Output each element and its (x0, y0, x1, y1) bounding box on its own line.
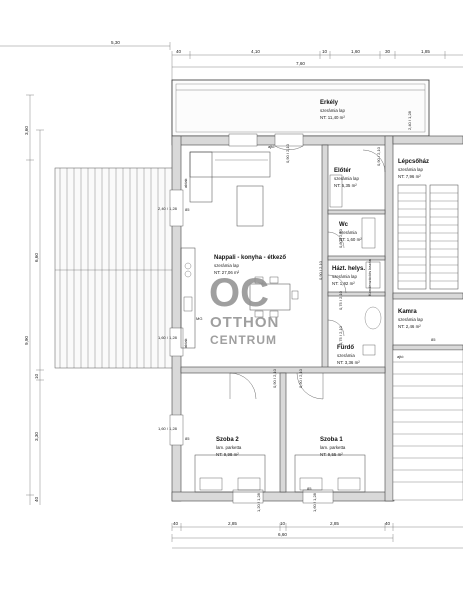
room-erkely: Erkély szerámia lap NT: 11,40 m² (320, 100, 345, 120)
left-dimensions: 3,60 6,60 9,90 10 3,30 40 (24, 94, 44, 505)
svg-text:2,40 / 1,28: 2,40 / 1,28 (407, 110, 412, 130)
svg-text:0,90 / 2,10: 0,90 / 2,10 (298, 368, 303, 388)
svg-text:2,40 / 1,28: 2,40 / 1,28 (158, 206, 178, 211)
svg-text:szerámia lap: szerámia lap (214, 263, 239, 268)
svg-text:Házt. helys.: Házt. helys. (332, 266, 365, 272)
bottom-dimensions: 40 2,85 10 2,85 40 6,60 (171, 521, 463, 549)
svg-text:NT: 1,60 m²: NT: 1,60 m² (339, 237, 362, 242)
svg-text:NT: 2,46 m²: NT: 2,46 m² (398, 324, 421, 329)
dim-top-6: 1,85 (421, 49, 430, 54)
svg-text:0,90 / 2,10: 0,90 / 2,10 (318, 260, 323, 280)
svg-text:NT: 9,98 m²: NT: 9,98 m² (216, 452, 239, 457)
svg-text:85: 85 (185, 436, 190, 441)
dim-top-1: 40 (176, 49, 182, 54)
dim-left-2: 6,60 (34, 253, 39, 262)
room-eloter: Előtér szerámia lap NT: 5,35 m² (334, 168, 359, 188)
svg-text:0,90 / 2,10: 0,90 / 2,10 (272, 368, 277, 388)
svg-text:szerámia lap: szerámia lap (320, 108, 345, 113)
svg-text:Szoba 1: Szoba 1 (320, 437, 343, 443)
svg-text:0,75 / 2,10: 0,75 / 2,10 (338, 325, 343, 345)
svg-text:NT: 3,36 m²: NT: 3,36 m² (337, 360, 360, 365)
svg-text:NT: 5,35 m²: NT: 5,35 m² (334, 183, 357, 188)
svg-text:MG: MG (196, 316, 202, 321)
openings (169, 133, 386, 504)
pergola (54, 167, 174, 369)
dim-left-6: 40 (34, 496, 39, 502)
svg-text:NT: 11,40 m²: NT: 11,40 m² (320, 115, 345, 120)
dim-top-2: 4,10 (251, 49, 260, 54)
svg-text:85: 85 (431, 337, 436, 342)
dim-left-5: 3,30 (34, 432, 39, 441)
svg-text:1,20 / 1,28: 1,20 / 1,28 (256, 492, 261, 512)
watermark: OC OTTHON CENTRUM (209, 271, 279, 347)
svg-text:0,90 / 2,10: 0,90 / 2,10 (376, 146, 381, 166)
dim-top-outer: 5,30 (111, 40, 120, 45)
balcony (171, 79, 430, 137)
svg-text:szerámia lap: szerámia lap (398, 317, 423, 322)
watermark-line1: OTTHON (210, 314, 279, 331)
svg-text:0,80 / 2,10: 0,80 / 2,10 (338, 228, 343, 248)
dim-bottom-5: 40 (385, 521, 391, 526)
top-dimensions: 5,30 40 4,10 10 1,60 30 1,85 7,60 (0, 40, 463, 130)
svg-text:Előtér: Előtér (334, 168, 352, 174)
appliance-note: Kondenzációs kazán (367, 259, 372, 296)
svg-text:Szoba 2: Szoba 2 (216, 437, 239, 443)
svg-text:szerámia: szerámia (337, 353, 355, 358)
svg-text:1,60 / 1,28: 1,60 / 1,28 (312, 492, 317, 512)
svg-text:szerámia lap: szerámia lap (334, 176, 359, 181)
svg-text:szerámia lap: szerámia lap (398, 167, 423, 172)
dim-bottom-1: 40 (173, 521, 179, 526)
svg-text:szerámia: szerámia (339, 230, 357, 235)
svg-text:85: 85 (307, 486, 312, 491)
svg-text:lam. parketta: lam. parketta (216, 445, 242, 450)
dim-top-3: 10 (322, 49, 328, 54)
svg-text:NT: 27,06 m²: NT: 27,06 m² (214, 270, 240, 275)
opening-labels: 0,90 / 2,10 2,40 / 1,28 1,60 / 1,28 1,60… (158, 110, 436, 512)
room-lepcsohaz: Lépcsőház szerámia lap NT: 7,96 m² (398, 159, 429, 179)
room-nappali: Nappali - konyha - étkező szerámia lap N… (214, 255, 286, 275)
svg-text:ablak: ablak (183, 178, 188, 188)
room-wc: Wc szerámia NT: 1,60 m² (339, 222, 362, 242)
dim-left-3: 9,90 (24, 336, 29, 345)
dim-bottom-2: 2,85 (228, 521, 237, 526)
dim-left-1: 3,60 (24, 126, 29, 135)
room-szoba-1: Szoba 1 lam. parketta NT: 9,55 m² (320, 437, 346, 457)
svg-text:NT: 1,92 m²: NT: 1,92 m² (332, 281, 355, 286)
dim-top-5: 30 (385, 49, 391, 54)
watermark-logo: OC (209, 271, 269, 315)
room-haztartasi: Házt. helys. szerámia lap NT: 1,92 m² (332, 266, 365, 286)
svg-text:ablak: ablak (183, 338, 188, 348)
dim-bottom-3: 10 (280, 521, 286, 526)
svg-text:1,60 / 1,28: 1,60 / 1,28 (158, 426, 178, 431)
dim-bottom-total: 6,60 (278, 532, 287, 537)
room-szoba-2: Szoba 2 lam. parketta NT: 9,98 m² (216, 437, 242, 457)
svg-text:Erkély: Erkély (320, 100, 339, 106)
dim-top-total: 7,60 (296, 61, 305, 66)
svg-text:Kamra: Kamra (398, 309, 417, 315)
furniture (180, 151, 382, 493)
svg-text:szerámia lap: szerámia lap (332, 274, 357, 279)
room-furdo: Fürdő szerámia NT: 3,36 m² (337, 345, 360, 365)
staircase (392, 184, 463, 501)
svg-text:Wc: Wc (339, 222, 349, 228)
svg-text:Fürdő: Fürdő (337, 345, 354, 351)
svg-text:Lépcsőház: Lépcsőház (398, 159, 429, 165)
svg-text:ajtó: ajtó (268, 144, 275, 149)
svg-text:1,60 / 1,28: 1,60 / 1,28 (158, 335, 178, 340)
svg-text:0,90 / 2,10: 0,90 / 2,10 (285, 143, 290, 163)
svg-text:NT: 9,55 m²: NT: 9,55 m² (320, 452, 343, 457)
svg-text:85: 85 (185, 207, 190, 212)
svg-text:lam. parketta: lam. parketta (320, 445, 346, 450)
svg-text:NT: 7,96 m²: NT: 7,96 m² (398, 174, 421, 179)
dim-bottom-4: 2,85 (330, 521, 339, 526)
dim-left-4: 10 (34, 373, 39, 379)
dim-top-4: 1,60 (351, 49, 360, 54)
svg-text:Nappali - konyha - étkező: Nappali - konyha - étkező (214, 255, 286, 261)
watermark-line2: CENTRUM (210, 333, 277, 347)
svg-text:0,75 / 2,10: 0,75 / 2,10 (338, 290, 343, 310)
room-kamra: Kamra szerámia lap NT: 2,46 m² (398, 309, 423, 329)
svg-text:ajtó: ajtó (397, 354, 404, 359)
